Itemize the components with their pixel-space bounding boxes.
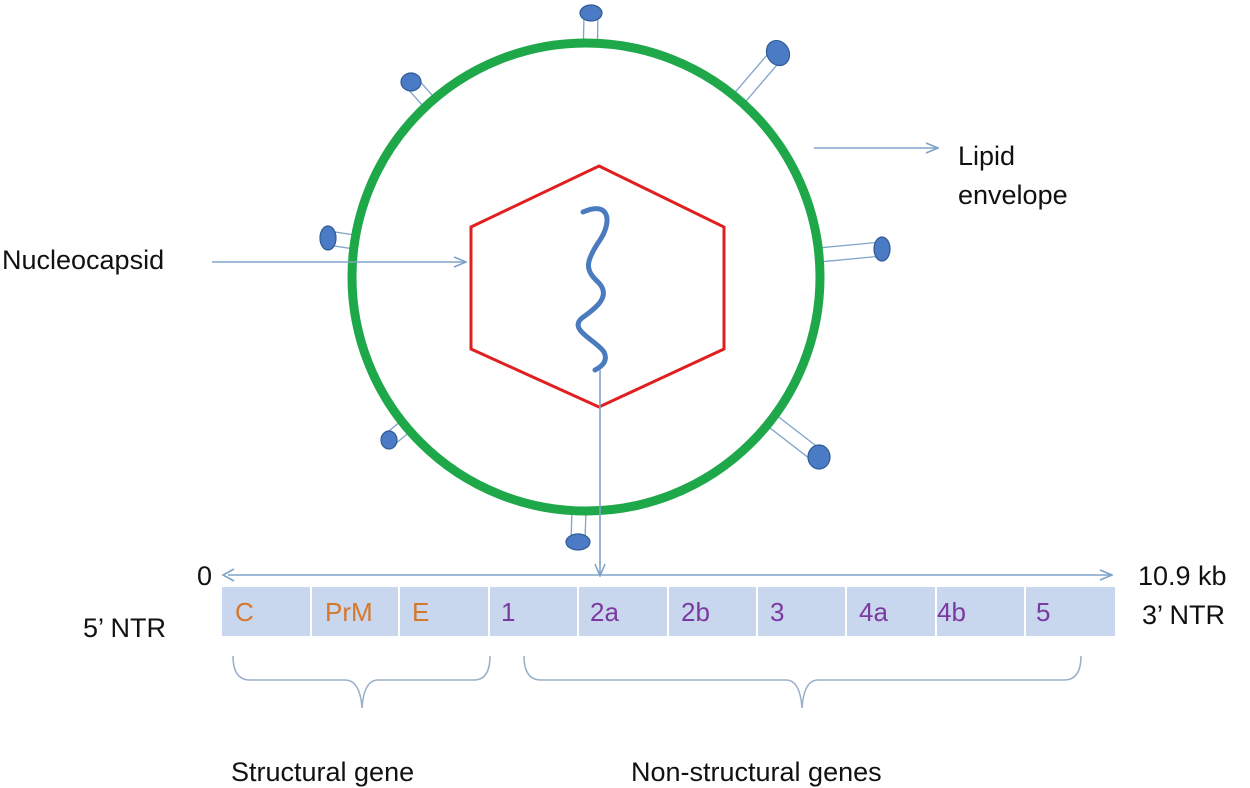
nucleocapsid-hexagon [469,164,726,409]
spike-head-3 [400,72,422,92]
genome-segments: C PrM E 1 2a 2b 3 4a 4b 5 [235,587,1050,636]
nonstructural-genes-label: Non-structural genes [631,757,882,787]
surface-spikes [319,4,891,551]
genome-segment-label: 4b [937,597,966,627]
five-ntr-label: 5’ NTR [83,613,166,643]
genome-segment-label: C [235,597,254,627]
genome-start-label: 0 [197,561,212,591]
rna-genome [575,206,610,373]
genome-length-axis-start-head [221,568,235,582]
lipid-envelope-label-line1: Lipid [958,141,1015,171]
three-ntr-label: 3’ NTR [1142,600,1225,630]
genome-segment-label: PrM [325,597,373,627]
spike-stalk-5 [817,241,884,263]
spike-head-7 [807,444,831,470]
genome-segment-label: 1 [501,597,515,627]
lipid-envelope-label-line2: envelope [958,180,1068,210]
nucleocapsid-label: Nucleocapsid [2,245,164,275]
spike-head-6 [380,430,398,450]
genome-segment-label: 4a [859,597,888,627]
genome-segment-label: 2b [681,597,710,627]
spike-head-5 [873,236,891,262]
nonstructural-brace [523,655,1082,709]
genome-segment-label: 3 [770,597,784,627]
genome-segment-label: 5 [1036,597,1050,627]
genome-segment-label: E [412,597,429,627]
structural-gene-label: Structural gene [231,757,414,787]
genome-segment-label: 2a [590,597,619,627]
spike-head-8 [565,533,591,551]
spike-head-1 [579,4,603,22]
spike-head-4 [319,225,337,251]
lipid-envelope [347,38,825,516]
spike-head-2 [765,39,791,67]
genome-end-label: 10.9 kb [1138,561,1227,591]
structural-brace [232,655,491,709]
